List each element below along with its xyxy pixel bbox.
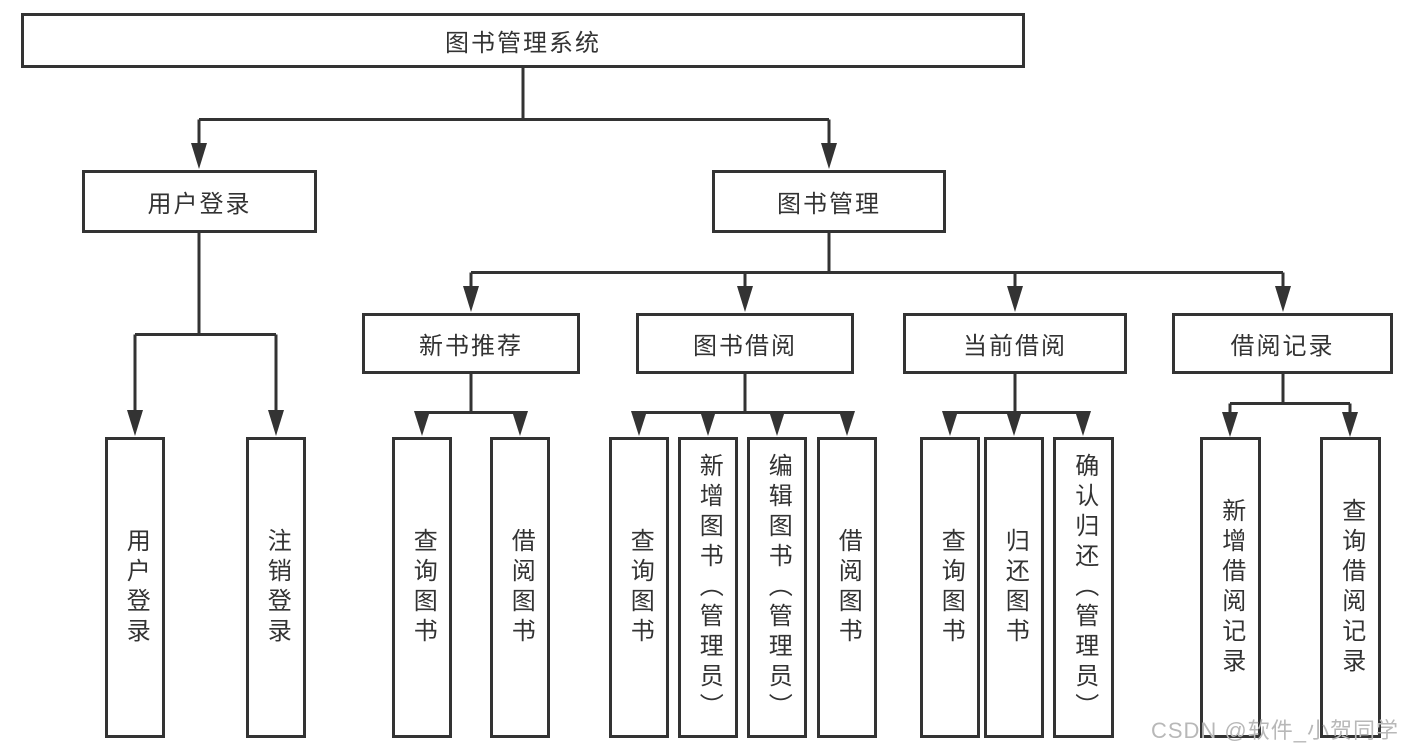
leaf-add-book-admin: 新增图书（管理员） <box>678 437 738 738</box>
watermark: CSDN @软件_小贺同学 <box>1150 718 1399 743</box>
node-label: 当前借阅 <box>963 333 1067 360</box>
leaf-label: 归还图书 <box>1001 527 1029 648</box>
leaf-label: 注销登录 <box>263 527 291 648</box>
node-current-borrow: 当前借阅 <box>903 313 1127 374</box>
node-book-borrow: 图书借阅 <box>636 313 854 374</box>
leaf-query-books-current: 查询图书 <box>920 437 980 738</box>
leaf-query-borrow-record: 查询借阅记录 <box>1320 437 1381 738</box>
node-label: 借阅记录 <box>1230 333 1335 360</box>
node-label: 图书管理 <box>777 191 881 218</box>
leaf-label: 借阅图书 <box>507 527 535 648</box>
leaf-user-login: 用户登录 <box>105 437 165 738</box>
node-root-library-system: 图书管理系统 <box>21 13 1025 68</box>
leaf-label: 查询图书 <box>409 527 437 648</box>
node-borrow-records: 借阅记录 <box>1172 313 1393 374</box>
leaf-label: 查询图书 <box>626 527 654 648</box>
leaf-label: 查询图书 <box>937 527 965 648</box>
leaf-label: 编辑图书（管理员） <box>764 452 792 723</box>
node-user-login: 用户登录 <box>82 170 317 233</box>
leaf-label: 用户登录 <box>122 527 150 648</box>
node-new-book-recommend: 新书推荐 <box>362 313 580 374</box>
leaf-borrow-books-borrow: 借阅图书 <box>817 437 877 738</box>
leaf-return-book: 归还图书 <box>984 437 1044 738</box>
leaf-label: 新增借阅记录 <box>1217 497 1245 678</box>
node-label: 图书借阅 <box>693 333 797 360</box>
node-label: 用户登录 <box>147 191 252 218</box>
leaf-label: 确认归还（管理员） <box>1070 452 1098 723</box>
leaf-query-books-recommend: 查询图书 <box>392 437 452 738</box>
leaf-label: 借阅图书 <box>834 527 862 648</box>
node-book-management: 图书管理 <box>712 170 946 233</box>
leaf-confirm-return-admin: 确认归还（管理员） <box>1053 437 1114 738</box>
leaf-query-books-borrow: 查询图书 <box>609 437 669 738</box>
leaf-borrow-books-recommend: 借阅图书 <box>490 437 550 738</box>
node-label: 图书管理系统 <box>445 30 601 57</box>
leaf-label: 查询借阅记录 <box>1337 497 1365 678</box>
leaf-logout-login: 注销登录 <box>246 437 306 738</box>
leaf-add-borrow-record: 新增借阅记录 <box>1200 437 1261 738</box>
leaf-edit-book-admin: 编辑图书（管理员） <box>747 437 807 738</box>
node-label: 新书推荐 <box>419 333 523 360</box>
leaf-label: 新增图书（管理员） <box>695 452 723 723</box>
